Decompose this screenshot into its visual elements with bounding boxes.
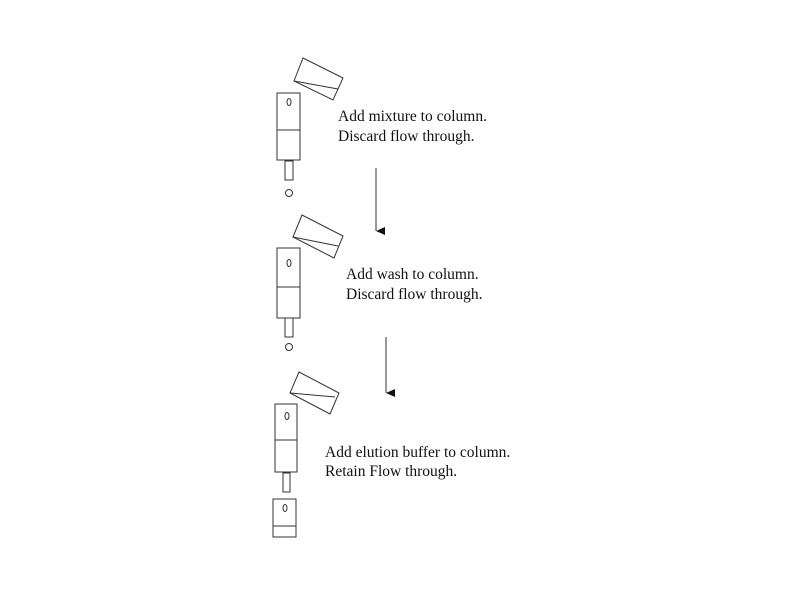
collection-tube — [272, 498, 297, 538]
step-1: Add mixture to column. Discard flow thro… — [276, 57, 487, 197]
reagent-tube-lid — [289, 371, 340, 415]
step-3: Add elution buffer to column. Retain Flo… — [272, 371, 510, 538]
step-3-note: Retain Flow through. — [325, 463, 457, 480]
step-2-note: Discard flow through. — [346, 286, 482, 303]
reagent-tube-lid — [292, 214, 344, 259]
step-1-note: Discard flow through. — [338, 128, 474, 145]
spin-column — [274, 403, 298, 493]
reagent-tube-lid — [293, 57, 344, 101]
spin-column — [276, 247, 301, 338]
spin-column — [276, 92, 301, 181]
flow-through-drop — [285, 189, 293, 197]
step-3-instruction: Add elution buffer to column. — [325, 444, 510, 461]
flow-through-drop — [285, 343, 293, 351]
step-1-instruction: Add mixture to column. — [338, 108, 487, 125]
step-2: Add wash to column. Discard flow through… — [276, 214, 482, 351]
step-2-instruction: Add wash to column. — [346, 266, 479, 283]
